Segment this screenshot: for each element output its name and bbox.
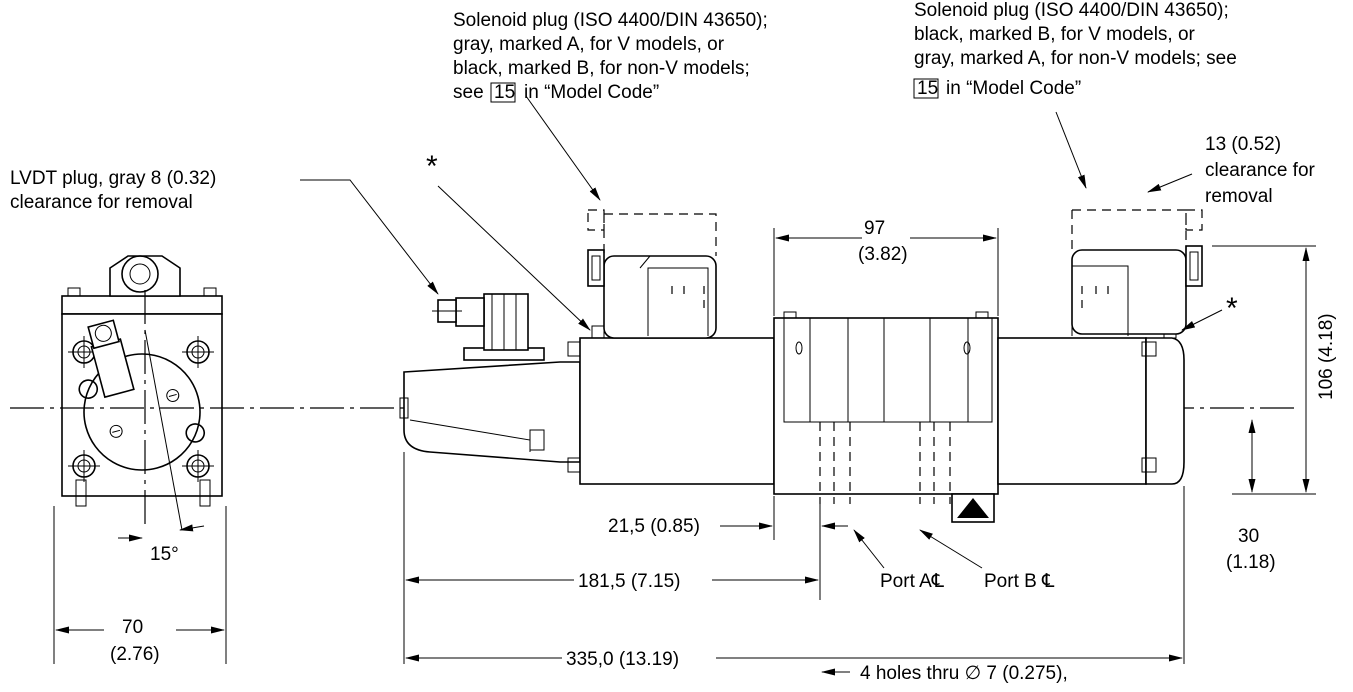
callout-lvdt: LVDT plug, gray 8 (0.32) clearance for r… <box>10 168 216 213</box>
solenoid-right-line-1: Solenoid plug (ISO 4400/DIN 43650); <box>914 0 1229 21</box>
dim-70-value: 70 <box>122 617 143 638</box>
dim-181-5: 181,5 (7.15) <box>578 571 680 592</box>
solenoid-right-line-4: in “Model Code” <box>946 78 1081 99</box>
solenoid-left-line-1: Solenoid plug (ISO 4400/DIN 43650); <box>453 10 768 31</box>
solenoid-left-line-5: in “Model Code” <box>524 82 659 103</box>
end-view <box>61 255 223 531</box>
lvdt-line-2: clearance for removal <box>10 192 193 213</box>
end-view-bolt <box>68 336 100 368</box>
port-b-label: Port B ℄ <box>984 571 1055 592</box>
lvdt-line-1: LVDT plug, gray 8 (0.32) <box>10 168 216 189</box>
solenoid-left-line-3: black, marked B, for non-V models; <box>453 58 750 79</box>
port-a-label: Port A℄ <box>880 571 945 592</box>
dim-335: 335,0 (13.19) <box>566 649 679 670</box>
solenoid-left-ref: 15 <box>494 82 515 103</box>
dim-97-inch: (3.82) <box>858 244 908 265</box>
solenoid-right-line-2: black, marked B, for V models, or <box>914 24 1196 45</box>
ref-box <box>913 78 939 99</box>
end-view-bolt <box>182 450 214 482</box>
side-view <box>399 209 1203 523</box>
callout-solenoid-left: Solenoid plug (ISO 4400/DIN 43650); gray… <box>453 10 768 103</box>
dim-30-inch: (1.18) <box>1226 552 1276 573</box>
solenoid-left-line-4: see <box>453 82 484 103</box>
solenoid-right-line-3: gray, marked A, for non-V models; see <box>914 48 1237 69</box>
end-view-bolt <box>182 336 214 368</box>
dim-angle: 15° <box>150 544 179 565</box>
solenoid-left-line-2: gray, marked A, for V models, or <box>453 34 725 55</box>
clearance-line-3: removal <box>1205 186 1273 207</box>
end-view-bolt <box>68 450 100 482</box>
leader-lines <box>300 95 1223 569</box>
asterisk-left: * <box>426 150 438 183</box>
dim-30-value: 30 <box>1238 526 1259 547</box>
holes-note: 4 holes thru ∅ 7 (0.275), <box>860 663 1068 684</box>
solenoid-right-ref: 15 <box>917 78 938 99</box>
callout-clearance-right: 13 (0.52) clearance for removal <box>1205 134 1316 207</box>
dim-21-5: 21,5 (0.85) <box>608 516 700 537</box>
clearance-line-2: clearance for <box>1205 160 1316 181</box>
asterisk-right: * <box>1226 292 1238 325</box>
clearance-line-1: 13 (0.52) <box>1205 134 1281 155</box>
ref-box <box>490 82 516 103</box>
dim-70-inch: (2.76) <box>110 644 160 665</box>
callout-solenoid-right: Solenoid plug (ISO 4400/DIN 43650); blac… <box>913 0 1237 99</box>
dim-97-value: 97 <box>864 218 885 239</box>
dimension-lines <box>53 228 1316 676</box>
dim-106: 106 (4.18) <box>1316 313 1337 400</box>
